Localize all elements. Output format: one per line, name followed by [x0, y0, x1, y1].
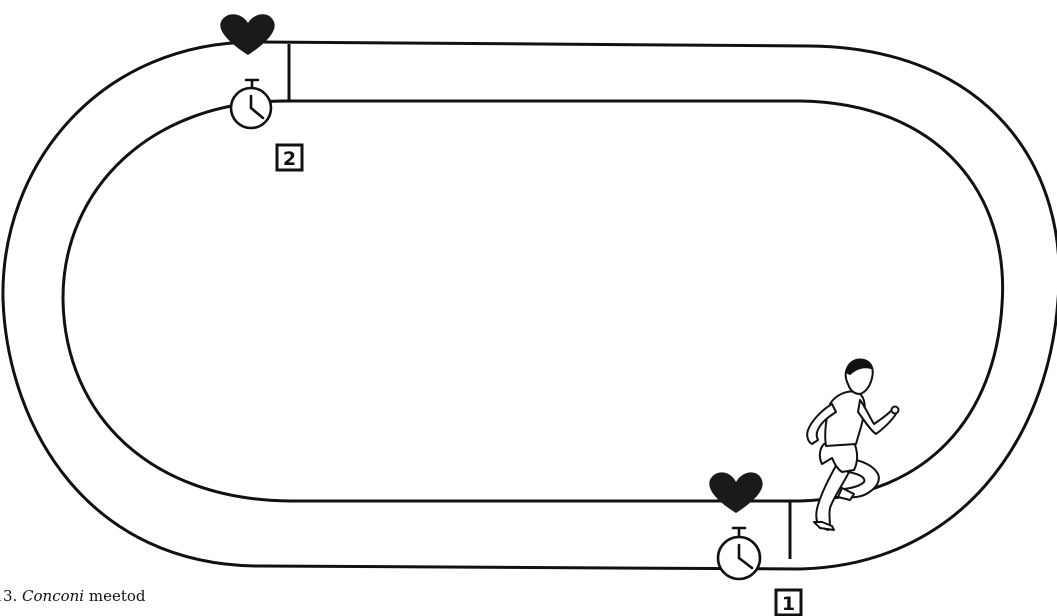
figure-caption: op 13. Conconi meetod [0, 587, 146, 605]
marker-1-label: 1 [782, 593, 795, 615]
heart-icon [709, 472, 763, 513]
marker-2-label: 2 [283, 148, 296, 170]
track-outer-edge [1, 40, 1057, 571]
marker-1: 1 [774, 588, 803, 616]
caption-prefix: op 13. [0, 587, 18, 605]
stopwatch-icon [229, 78, 273, 130]
track [1, 40, 1057, 571]
caption-suffix: meetod [84, 587, 146, 605]
caption-method: Conconi [22, 587, 85, 605]
stopwatch-icon [716, 526, 762, 581]
marker-2: 2 [275, 143, 304, 172]
track-inner-edge [61, 99, 1005, 503]
heart-icon [220, 14, 275, 55]
runner-figure [806, 358, 900, 531]
